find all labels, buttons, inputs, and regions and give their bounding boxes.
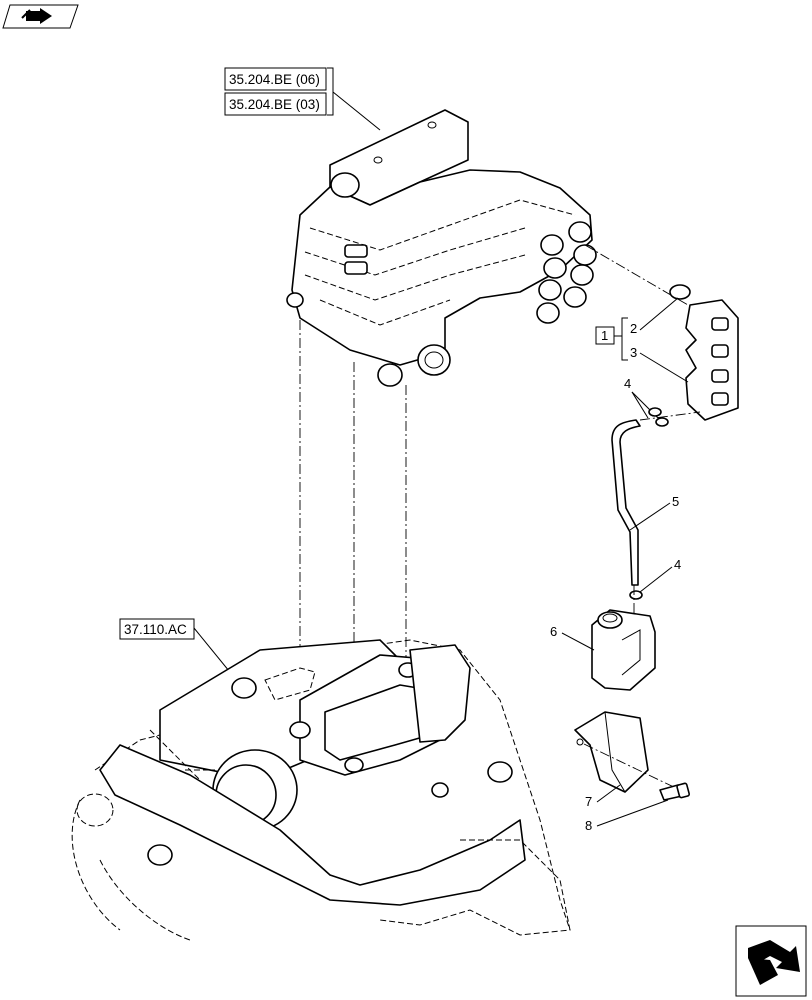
callout-4-upper: 4 [624, 376, 631, 391]
callout-4-lower: 4 [674, 557, 681, 572]
o-ring[interactable] [669, 284, 691, 300]
ref-box-06[interactable] [224, 67, 327, 91]
reference-housing: 37.110.AC [119, 618, 239, 683]
callout-3: 3 [630, 345, 637, 360]
callout-6: 6 [550, 624, 557, 639]
group-bracket-1: 1 [595, 317, 628, 361]
ref-box-03[interactable] [224, 92, 327, 116]
ref-housing-label: 37.110.AC [124, 622, 187, 637]
transmission-housing [71, 639, 571, 941]
callout-7: 7 [585, 794, 592, 809]
book-with-arrow-icon[interactable] [2, 4, 79, 29]
hose-clamp-lower[interactable] [629, 590, 643, 600]
mounting-bracket[interactable] [574, 711, 649, 793]
ref-top-1-label: 35.204.BE (06) [229, 72, 320, 87]
centerline-valve-to-cover [584, 244, 701, 313]
hose-clamp-upper[interactable] [648, 407, 669, 427]
control-valve-assembly [286, 109, 597, 387]
hose[interactable] [611, 419, 641, 586]
valve-couplers [286, 172, 597, 387]
page-navigation-arrow-icon[interactable] [735, 925, 807, 997]
bolt[interactable] [659, 782, 690, 801]
callout-8: 8 [585, 818, 592, 833]
reservoir[interactable] [591, 609, 656, 691]
callout-5: 5 [672, 494, 679, 509]
callout-2: 2 [630, 321, 637, 336]
ref-box-housing[interactable] [119, 618, 195, 640]
cover-plate[interactable] [685, 299, 739, 421]
ref-top-leader [332, 91, 381, 131]
group-label: 1 [601, 328, 608, 343]
ref-top-2-label: 35.204.BE (03) [229, 97, 320, 112]
reference-group-top: 35.204.BE (06) 35.204.BE (03) [224, 67, 381, 131]
